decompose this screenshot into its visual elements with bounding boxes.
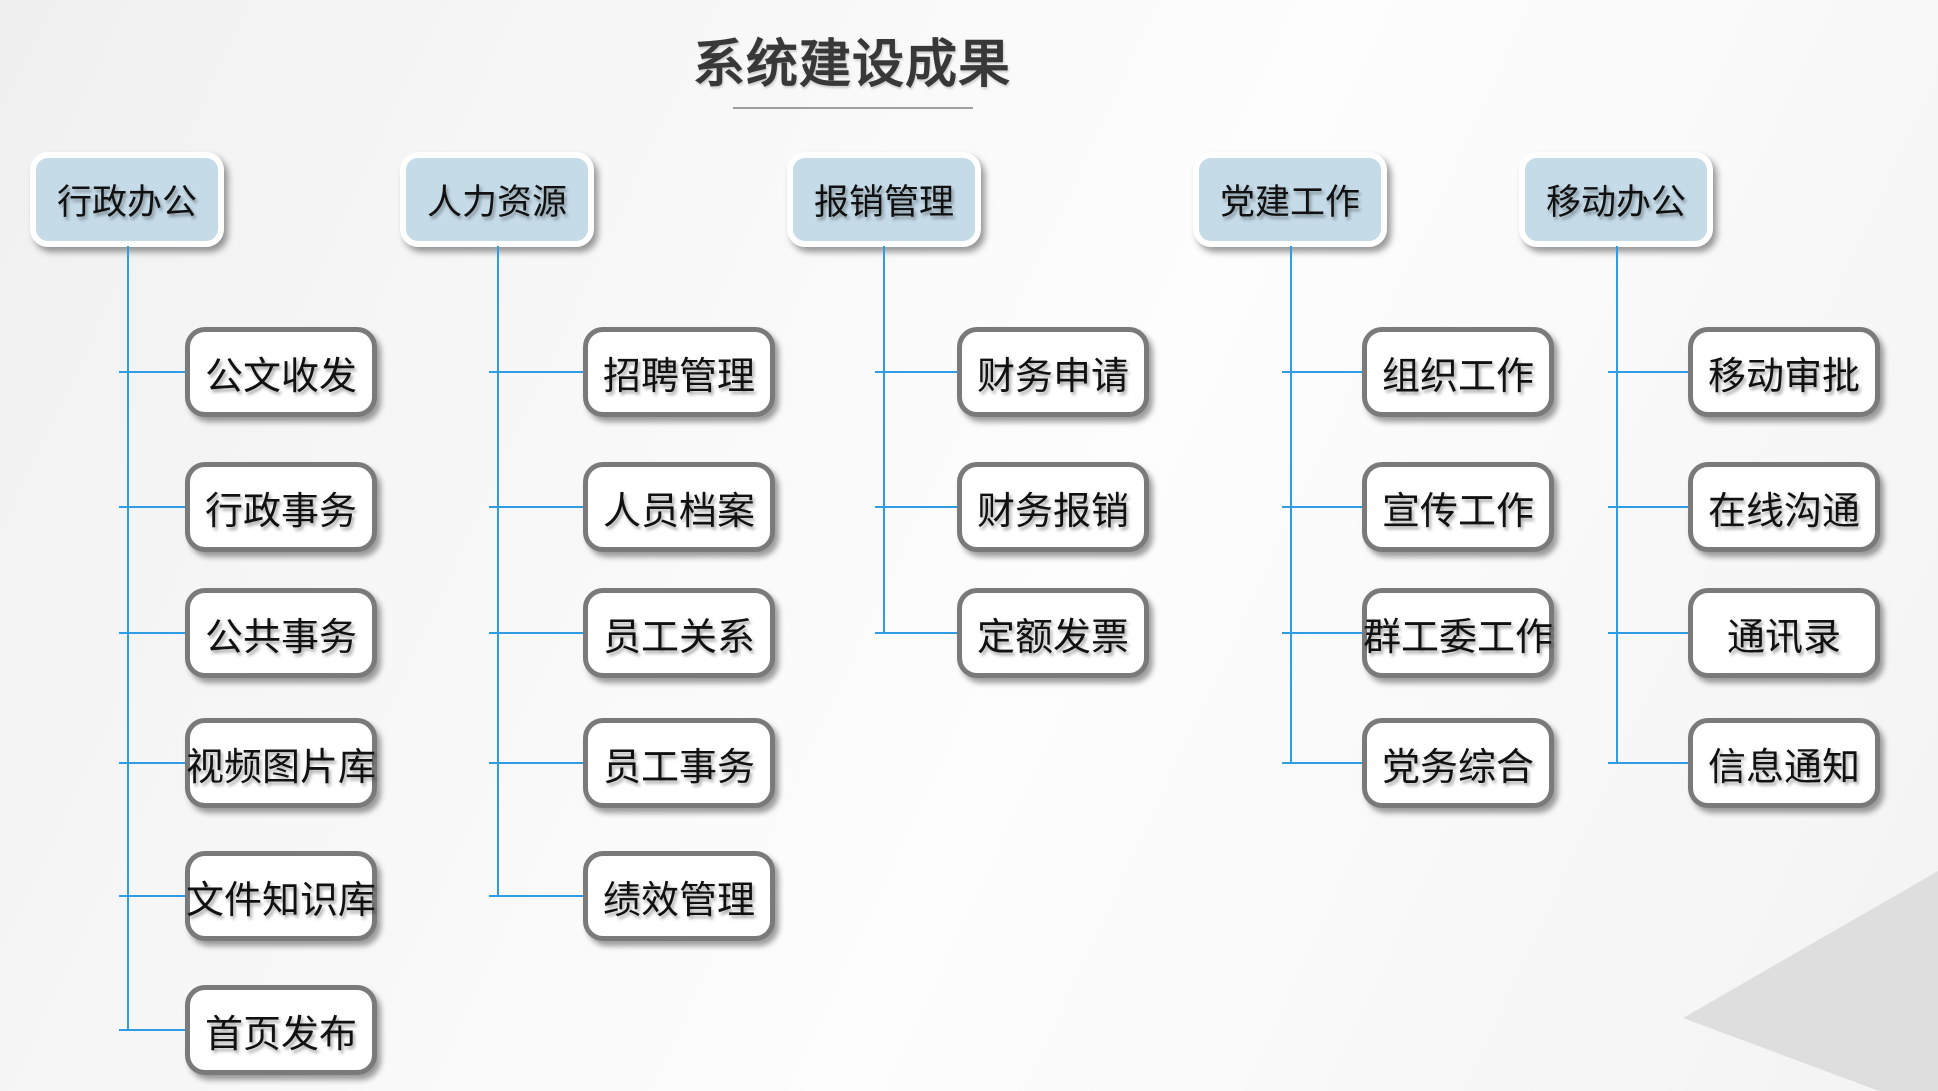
connector-horizontal-line (1608, 762, 1694, 764)
node-box: 首页发布 (185, 985, 377, 1075)
connector-horizontal-line (1282, 371, 1368, 373)
node-box: 公共事务 (185, 588, 377, 678)
connector-vertical-line (127, 246, 129, 1030)
node-box: 财务申请 (957, 327, 1149, 417)
connector-horizontal-line (1608, 371, 1694, 373)
node-box: 视频图片库 (185, 718, 377, 808)
title-underline (733, 107, 973, 109)
connector-horizontal-line (1608, 506, 1694, 508)
node-box: 绩效管理 (583, 851, 775, 941)
connector-vertical-line (497, 246, 499, 896)
category-header-4: 党建工作 (1193, 152, 1387, 247)
connector-horizontal-line (875, 632, 963, 634)
connector-horizontal-line (119, 506, 191, 508)
connector-horizontal-line (119, 1029, 191, 1031)
category-header-3: 报销管理 (787, 152, 981, 247)
connector-vertical-line (883, 246, 885, 633)
category-header-5: 移动办公 (1519, 152, 1713, 247)
connector-vertical-line (1290, 246, 1292, 763)
node-box: 员工关系 (583, 588, 775, 678)
node-box: 宣传工作 (1362, 462, 1554, 552)
connector-horizontal-line (489, 895, 589, 897)
connector-horizontal-line (489, 506, 589, 508)
connector-horizontal-line (1282, 632, 1368, 634)
node-box: 人员档案 (583, 462, 775, 552)
connector-horizontal-line (119, 895, 191, 897)
category-header-2: 人力资源 (400, 152, 594, 247)
connector-horizontal-line (119, 632, 191, 634)
connector-horizontal-line (1282, 506, 1368, 508)
node-box: 组织工作 (1362, 327, 1554, 417)
node-box: 公文收发 (185, 327, 377, 417)
connector-horizontal-line (875, 371, 963, 373)
connector-horizontal-line (489, 632, 589, 634)
connector-horizontal-line (119, 371, 191, 373)
node-box: 行政事务 (185, 462, 377, 552)
connector-horizontal-line (875, 506, 963, 508)
connector-vertical-line (1616, 246, 1618, 763)
connector-horizontal-line (489, 371, 589, 373)
connector-horizontal-line (119, 762, 191, 764)
node-box: 党务综合 (1362, 718, 1554, 808)
connector-horizontal-line (489, 762, 589, 764)
node-box: 文件知识库 (185, 851, 377, 941)
node-box: 员工事务 (583, 718, 775, 808)
connector-horizontal-line (1608, 632, 1694, 634)
node-box: 财务报销 (957, 462, 1149, 552)
node-box: 招聘管理 (583, 327, 775, 417)
page-title: 系统建设成果 (692, 36, 1011, 94)
connector-horizontal-line (1282, 762, 1368, 764)
node-box: 在线沟通 (1688, 462, 1880, 552)
node-box: 信息通知 (1688, 718, 1880, 808)
node-box: 通讯录 (1688, 588, 1880, 678)
node-box: 移动审批 (1688, 327, 1880, 417)
node-box: 定额发票 (957, 588, 1149, 678)
category-header-1: 行政办公 (30, 152, 224, 247)
node-box: 群工委工作 (1362, 588, 1554, 678)
